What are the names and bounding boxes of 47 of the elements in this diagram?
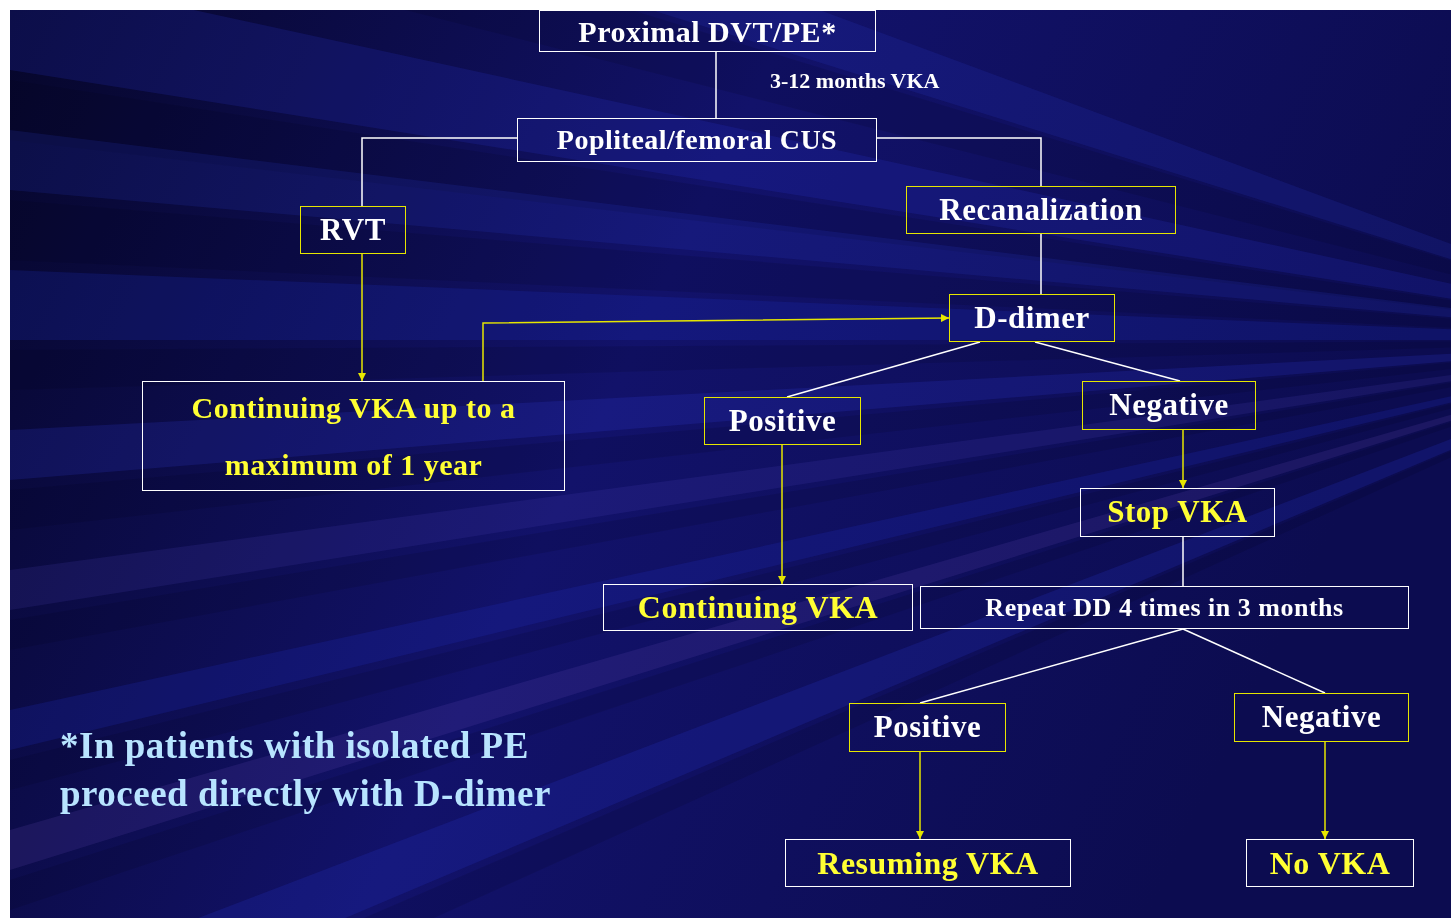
box-label: Resuming VKA xyxy=(817,843,1039,883)
arrow xyxy=(778,444,786,585)
flowchart-box xyxy=(300,206,406,254)
box-label: Popliteal/femoral CUS xyxy=(556,123,838,158)
connector-line xyxy=(1034,341,1181,382)
flowchart-box xyxy=(949,294,1115,342)
box-label: Proximal DVT/PE* xyxy=(578,13,837,50)
box-label: Recanalization xyxy=(939,190,1143,229)
box-label: RVT xyxy=(320,210,386,249)
arrow xyxy=(358,253,366,382)
connector-line xyxy=(786,341,981,398)
connector-line xyxy=(1040,233,1042,295)
box-label: Positive xyxy=(728,401,837,440)
flowchart-box xyxy=(704,397,861,445)
box-label: Positive xyxy=(873,708,982,747)
flowchart-box xyxy=(1082,381,1256,430)
connector-line xyxy=(1182,628,1326,694)
flowchart-box xyxy=(1246,839,1414,887)
box-label: D-dimer xyxy=(974,298,1090,337)
flowchart-box xyxy=(1234,693,1409,742)
flowchart-box xyxy=(785,839,1071,887)
flowchart-box xyxy=(603,584,913,631)
flowchart-box xyxy=(142,381,565,491)
connector-line xyxy=(361,137,518,207)
connector-line xyxy=(876,137,1042,187)
edge-label: 3-12 months VKA xyxy=(770,68,940,94)
flowchart-box xyxy=(1080,488,1275,537)
box-label: Stop VKA xyxy=(1107,493,1248,532)
box-label: Negative xyxy=(1109,386,1229,425)
flowchart-box xyxy=(849,703,1006,752)
footnote: *In patients with isolated PE proceed directly with D-dimer xyxy=(60,724,552,816)
flowchart-box xyxy=(920,586,1409,629)
box-label: Negative xyxy=(1261,698,1382,737)
flowchart-box xyxy=(517,118,877,162)
connector-line xyxy=(1182,536,1184,587)
arrow xyxy=(1321,741,1329,840)
arrow xyxy=(482,314,950,382)
flowchart-box xyxy=(906,186,1176,234)
box-label: Repeat DD 4 times in 3 months xyxy=(985,591,1344,624)
box-label: No VKA xyxy=(1269,843,1391,883)
connector-line xyxy=(919,628,1184,704)
arrow xyxy=(916,751,924,840)
arrow xyxy=(1179,429,1187,489)
connector-line xyxy=(715,51,717,119)
box-label: Continuing VKA up to a maximum of 1 year xyxy=(190,390,517,483)
box-label: Continuing VKA xyxy=(637,588,879,628)
flowchart-box xyxy=(539,10,876,52)
